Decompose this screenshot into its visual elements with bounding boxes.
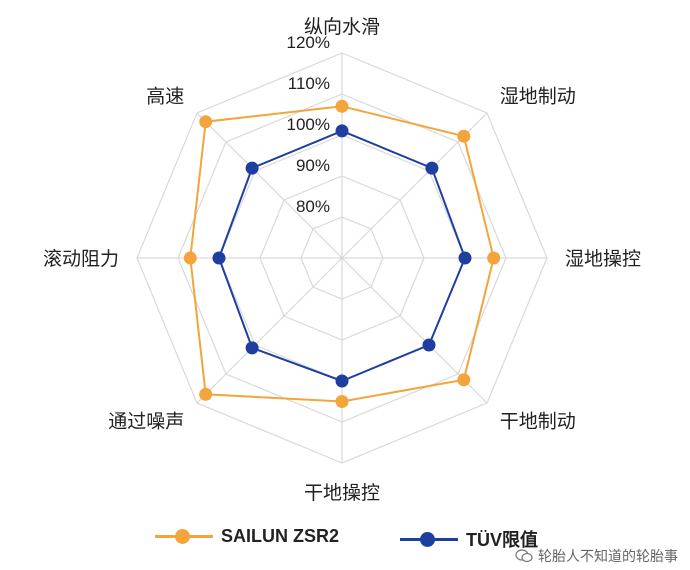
series-0-point-7 xyxy=(199,115,213,129)
legend-item-tuv: TÜV限值 xyxy=(400,526,538,552)
axis-label-4: 干地操控 xyxy=(304,482,380,504)
series-1-point-5 xyxy=(245,341,259,355)
series-1-point-2 xyxy=(458,251,472,265)
axis-label-7: 高速 xyxy=(146,85,184,107)
series-1-point-7 xyxy=(245,161,259,175)
series-0-point-5 xyxy=(199,387,213,401)
tick-label-1: 90% xyxy=(296,156,330,175)
series-1-point-3 xyxy=(422,338,436,352)
legend-marker-tuv xyxy=(420,531,435,547)
axis-label-0: 纵向水滑 xyxy=(304,16,380,38)
radar-series xyxy=(183,99,501,408)
legend-swatch-sailun xyxy=(155,529,213,544)
tick-label-0: 80% xyxy=(296,197,330,216)
legend-marker-sailun xyxy=(175,529,190,544)
series-1-point-6 xyxy=(212,251,226,265)
series-1-point-0 xyxy=(335,124,349,138)
series-0-point-2 xyxy=(487,251,501,265)
wechat-icon xyxy=(515,549,533,563)
tick-label-2: 100% xyxy=(287,115,330,134)
axis-label-6: 滚动阻力 xyxy=(43,248,119,270)
series-1-point-1 xyxy=(425,161,439,175)
legend-label-sailun: SAILUN ZSR2 xyxy=(221,526,340,546)
legend-item-sailun: SAILUN ZSR2 xyxy=(155,526,339,547)
axis-label-1: 湿地制动 xyxy=(500,85,576,107)
series-1-point-4 xyxy=(335,374,349,388)
grid-spoke-5 xyxy=(196,257,343,404)
series-0-point-4 xyxy=(335,395,349,408)
watermark-text: 轮胎人不知道的轮胎事 xyxy=(538,549,678,565)
axis-label-2: 湿地操控 xyxy=(565,248,641,270)
legend: SAILUN ZSR2 TÜV限值 xyxy=(0,518,690,558)
axis-label-3: 干地制动 xyxy=(500,411,576,433)
legend-label-tuv: TÜV限值 xyxy=(466,530,538,550)
watermark: 轮胎人不知道的轮胎事 xyxy=(515,546,678,566)
axis-label-5: 通过噪声 xyxy=(108,411,184,433)
series-0-point-0 xyxy=(335,99,349,113)
series-0-point-6 xyxy=(183,251,197,265)
grid-spoke-7 xyxy=(196,112,343,259)
series-0-point-1 xyxy=(457,129,471,143)
tick-label-4: 120% xyxy=(287,33,330,52)
tick-label-3: 110% xyxy=(288,74,330,93)
series-0-point-3 xyxy=(457,373,471,387)
legend-swatch-tuv xyxy=(400,531,458,547)
